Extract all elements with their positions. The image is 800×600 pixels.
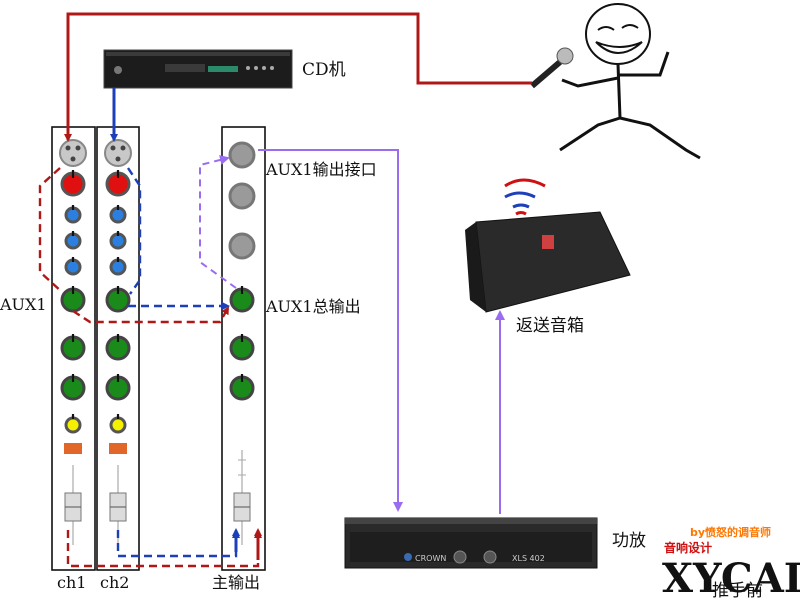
watermark-partial-text: 推手前: [712, 581, 763, 600]
amp-model: XLS 402: [512, 554, 545, 563]
ch1-knobs: [60, 170, 86, 454]
mic-signal-line: [64, 12, 532, 142]
ch2-label: ch2: [100, 573, 129, 592]
xlr-input-icon: [59, 139, 87, 167]
aux1-master-out-label: AUX1总输出: [265, 297, 361, 316]
cd-player-label: CD机: [302, 60, 346, 80]
cd-player-icon: [103, 49, 293, 89]
singer-figure-icon: [559, 3, 701, 160]
stage-monitor-speaker-icon: [465, 178, 631, 313]
fader-icon: [233, 450, 251, 545]
microphone-icon: [530, 47, 574, 89]
amp-brand: CROWN: [415, 554, 446, 563]
ch2-knobs: [105, 170, 131, 454]
ch1-aux-path: [38, 167, 228, 324]
amplifier-label: 功放: [612, 531, 646, 551]
watermark-logo: by愤怒的调音师 音响设计 XYCAD 推手前: [662, 525, 800, 600]
fader-icon: [64, 465, 82, 545]
watermark-author: by愤怒的调音师: [690, 525, 771, 539]
aux1-output-jack-label: AUX1输出接口: [265, 160, 377, 179]
xlr-input-icon: [104, 139, 132, 167]
watermark-site-cn: 音响设计: [664, 540, 712, 555]
ch1-to-main-path: [66, 528, 262, 568]
ch2-aux-path: [127, 167, 228, 306]
aux-jack-to-amp-line: [258, 149, 403, 512]
main-out-label: 主输出: [212, 573, 260, 592]
monitor-speaker-label: 返送音箱: [516, 316, 584, 336]
watermark-logo-text: XYCAD: [662, 555, 800, 600]
aux1-label: AUX1: [0, 295, 47, 314]
power-amplifier-icon: CROWN XLS 402: [344, 517, 598, 569]
ch1-label: ch1: [57, 573, 86, 592]
main-output-knobs: [228, 141, 256, 401]
